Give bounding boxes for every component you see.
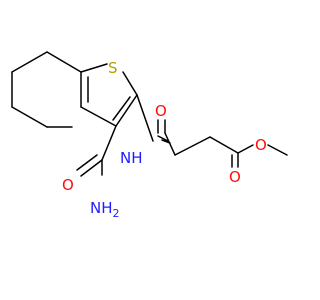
ester-carbonyl-oxygen-label: O	[229, 168, 241, 186]
bond-amide-c-chain	[164, 132, 176, 156]
bond-c3-c3a	[80, 106, 117, 127]
bond-chain-2	[209, 136, 239, 154]
primary-amide-nitrogen-label: NH2	[90, 199, 120, 220]
bond-nh-cc	[157, 135, 169, 142]
primary-amide-oxygen-label: O	[62, 176, 74, 194]
bond-c2-c3	[115, 94, 138, 127]
carboxamide-group	[76, 125, 117, 177]
bond-c2-nh	[136, 94, 154, 142]
bond-s-c2	[122, 71, 138, 96]
cyclohexene-ring	[11, 51, 89, 128]
molecule-structure-diagram: S NH O O O O NH2	[11, 51, 288, 220]
thiophene-ring	[80, 63, 138, 127]
bond-c7-c7a	[46, 51, 82, 73]
bond-ester-c-o	[237, 144, 254, 154]
bond-c6-c7	[11, 51, 48, 73]
amide-nh-label: NH	[120, 149, 143, 167]
bond-c3-camide	[101, 125, 117, 161]
succinamate-side-chain	[136, 94, 288, 168]
ester-oxygen-label: O	[255, 136, 267, 154]
amide-carbonyl-oxygen-label: O	[155, 102, 167, 120]
bond-camide-o	[80, 159, 103, 177]
bond-camide-o-double	[76, 154, 98, 171]
primary-amide-nh-text: NH	[90, 199, 113, 217]
bond-c7a-s	[80, 63, 108, 73]
bond-chain-1	[174, 136, 211, 156]
amide-carbonyl	[157, 119, 166, 134]
bond-c2-c3-double	[112, 96, 131, 121]
primary-amide-subscript: 2	[113, 207, 120, 220]
sulfur-atom-label: S	[108, 59, 118, 77]
bond-c4-c5	[11, 106, 48, 128]
bond-o-methyl	[267, 144, 288, 156]
